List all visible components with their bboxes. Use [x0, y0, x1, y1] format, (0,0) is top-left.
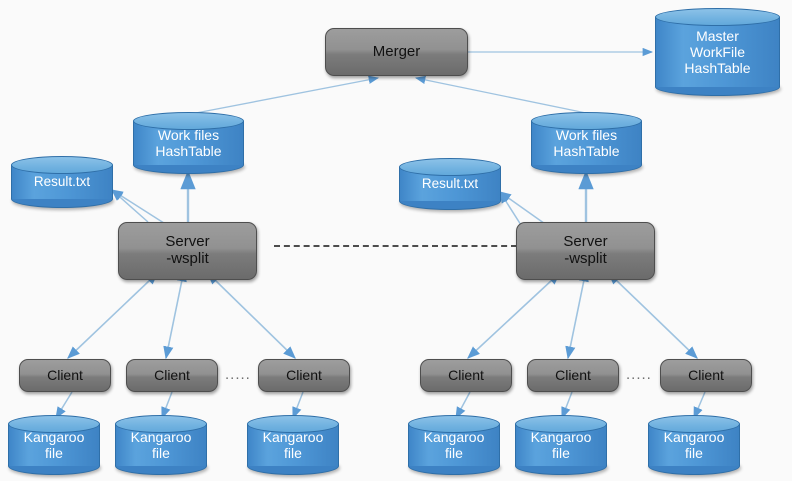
cylinder-top — [133, 112, 244, 130]
left-kangaroo-file-1[interactable]: Kangaroo file — [8, 415, 100, 475]
edge-right-server-client-1 — [467, 272, 561, 359]
left-kangaroo-file-2[interactable]: Kangaroo file — [115, 415, 207, 475]
left-client-3[interactable]: Client — [258, 359, 350, 392]
kangaroo-line-1: Kangaroo — [423, 428, 485, 445]
cluster-divider — [274, 245, 517, 247]
right-clients-ellipsis: ..... — [626, 366, 652, 383]
edge-left-server-client-2 — [163, 268, 187, 360]
right-workfiles-hashtable-store[interactable]: Work files HashTable — [531, 112, 642, 174]
kangaroo-line-1: Kangaroo — [663, 428, 725, 445]
left-client-1-label: Client — [47, 366, 83, 383]
left-server-line-1: Server — [165, 233, 210, 251]
edge-left-server-client-3 — [206, 271, 296, 359]
right-kangaroo-file-2[interactable]: Kangaroo file — [515, 415, 607, 475]
kangaroo-line-1: Kangaroo — [23, 428, 85, 445]
kangaroo-line-2: file — [152, 445, 170, 461]
right-server-node[interactable]: Server -wsplit — [516, 222, 655, 280]
kangaroo-line-1: Kangaroo — [262, 428, 324, 445]
left-client-1[interactable]: Client — [19, 359, 111, 392]
left-result-text: Result.txt — [33, 174, 91, 190]
right-client-2-label: Client — [555, 366, 591, 383]
cylinder-top — [399, 158, 501, 176]
right-server-line-1: Server — [563, 233, 608, 251]
cylinder-top — [115, 415, 207, 433]
right-result-store[interactable]: Result.txt — [399, 158, 501, 210]
kangaroo-line-1: Kangaroo — [130, 428, 192, 445]
edge-left-server-to-result-b — [111, 189, 149, 223]
edge-right-server-client-3 — [607, 272, 698, 359]
master-store-label: Master WorkFile HashTable — [655, 17, 780, 87]
left-client-3-label: Client — [286, 366, 322, 383]
left-workfiles-label: Work files HashTable — [133, 121, 244, 165]
kangaroo-line-2: file — [45, 445, 63, 461]
right-client-3-label: Client — [688, 366, 724, 383]
left-kangaroo-file-3-label: Kangaroo file — [247, 424, 339, 466]
edge-left-workfiles-to-merger — [195, 75, 380, 114]
left-result-label: Result.txt — [11, 165, 113, 199]
right-server-line-2: -wsplit — [564, 250, 607, 267]
left-result-store[interactable]: Result.txt — [11, 156, 113, 208]
left-kangaroo-file-2-label: Kangaroo file — [115, 424, 207, 466]
merger-node[interactable]: Merger — [325, 28, 468, 76]
left-server-label: Server -wsplit — [165, 233, 210, 268]
cylinder-body — [655, 17, 780, 87]
right-workfiles-line-1: Work files — [555, 126, 618, 143]
cylinder-top — [531, 112, 642, 130]
kangaroo-line-2: file — [685, 445, 703, 461]
master-store-line-2: WorkFile — [690, 43, 745, 60]
kangaroo-line-2: file — [284, 445, 302, 461]
right-server-label: Server -wsplit — [563, 233, 608, 268]
cylinder-top — [11, 156, 113, 174]
kangaroo-line-1: Kangaroo — [530, 428, 592, 445]
left-server-line-2: -wsplit — [166, 250, 209, 267]
right-client-1[interactable]: Client — [420, 359, 512, 392]
left-clients-ellipsis: ..... — [225, 366, 251, 383]
left-client-2[interactable]: Client — [126, 359, 218, 392]
edge-right-server-client-2 — [565, 268, 589, 360]
right-workfiles-line-2: HashTable — [553, 143, 620, 159]
left-kangaroo-file-1-label: Kangaroo file — [8, 424, 100, 466]
right-kangaroo-file-3-label: Kangaroo file — [648, 424, 740, 466]
right-result-label: Result.txt — [399, 167, 501, 201]
edge-left-server-client-1 — [67, 272, 159, 359]
master-store-line-3: HashTable — [684, 60, 751, 77]
master-store-line-1: Master — [696, 27, 739, 44]
cylinder-top — [408, 415, 500, 433]
cylinder-top — [515, 415, 607, 433]
edge-right-server-to-result-b — [499, 191, 549, 227]
master-workfile-hashtable-store[interactable]: Master WorkFile HashTable — [655, 8, 780, 96]
right-kangaroo-file-2-label: Kangaroo file — [515, 424, 607, 466]
kangaroo-line-2: file — [552, 445, 570, 461]
cylinder-top — [8, 415, 100, 433]
right-client-3[interactable]: Client — [660, 359, 752, 392]
right-client-2[interactable]: Client — [527, 359, 619, 392]
right-client-1-label: Client — [448, 366, 484, 383]
right-result-text: Result.txt — [421, 176, 479, 192]
left-client-2-label: Client — [154, 366, 190, 383]
left-workfiles-hashtable-store[interactable]: Work files HashTable — [133, 112, 244, 174]
merger-label: Merger — [372, 42, 421, 60]
right-kangaroo-file-3[interactable]: Kangaroo file — [648, 415, 740, 475]
right-kangaroo-file-1-label: Kangaroo file — [408, 424, 500, 466]
kangaroo-line-2: file — [445, 445, 463, 461]
right-kangaroo-file-1[interactable]: Kangaroo file — [408, 415, 500, 475]
right-workfiles-label: Work files HashTable — [531, 121, 642, 165]
left-kangaroo-file-3[interactable]: Kangaroo file — [247, 415, 339, 475]
edge-right-workfiles-to-merger — [414, 75, 587, 114]
left-workfiles-line-1: Work files — [157, 126, 220, 143]
cylinder-top — [655, 8, 780, 26]
left-server-node[interactable]: Server -wsplit — [118, 222, 257, 280]
left-workfiles-line-2: HashTable — [155, 143, 222, 159]
